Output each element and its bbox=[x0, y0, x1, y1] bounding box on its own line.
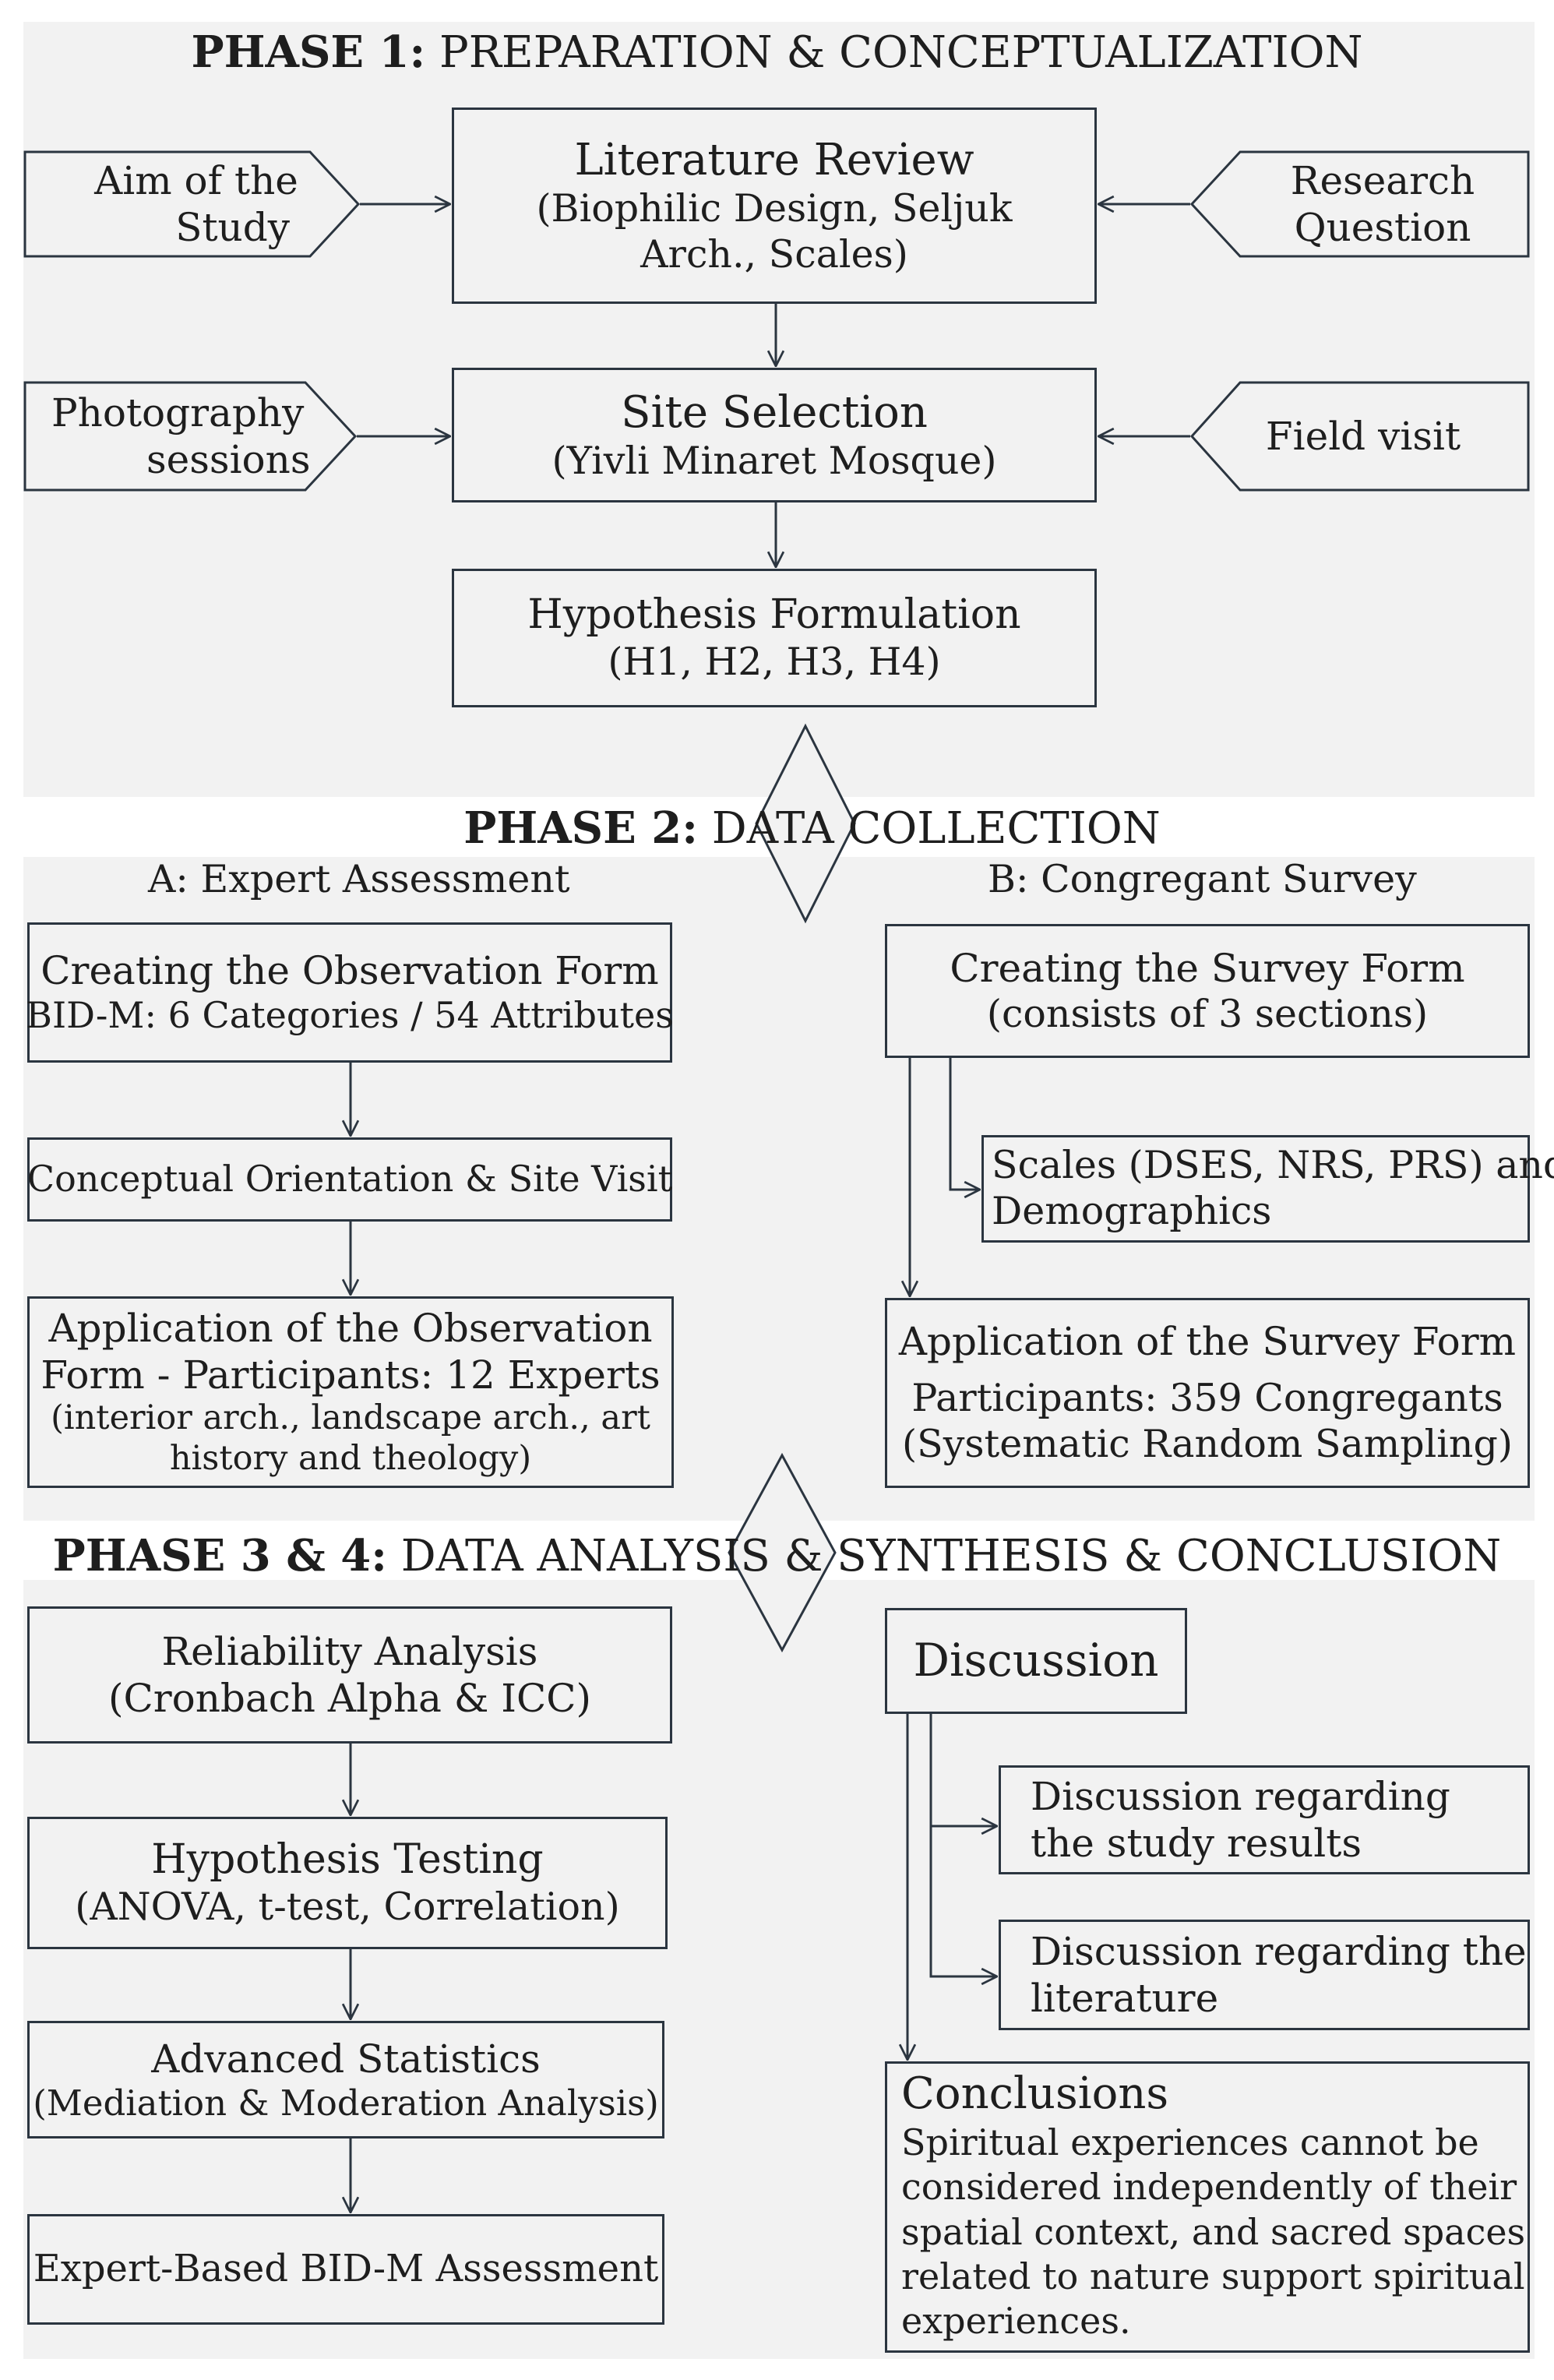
survey-form-line1: Creating the Survey Form bbox=[950, 945, 1465, 991]
application-observation-line1: Application of the Observation bbox=[48, 1306, 653, 1352]
survey-form-line2: (consists of 3 sections) bbox=[986, 991, 1429, 1036]
advanced-statistics-line2: (Mediation & Moderation Analysis) bbox=[33, 2082, 659, 2124]
field-visit-label: Field visit bbox=[1239, 383, 1488, 490]
discussion-results-box: Discussion regarding the study results bbox=[999, 1765, 1530, 1874]
phase1-title: PHASE 1: PREPARATION & CONCEPTUALIZATION bbox=[0, 26, 1554, 78]
site-selection-title: Site Selection bbox=[621, 386, 928, 438]
discussion-results-line2: the study results bbox=[1031, 1821, 1362, 1866]
aim-line1: Aim of the bbox=[94, 158, 298, 203]
site-selection-box: Site Selection (Yivli Minaret Mosque) bbox=[452, 368, 1097, 502]
phase2-title-bold: PHASE 2: bbox=[463, 802, 698, 854]
application-observation-line2: Form - Participants: 12 Experts bbox=[41, 1352, 661, 1398]
scales-line1: Scales (DSES, NRS, PRS) and bbox=[992, 1143, 1554, 1188]
literature-review-title: Literature Review bbox=[574, 134, 974, 185]
conclusions-box: Conclusions Spiritual experiences cannot… bbox=[885, 2061, 1530, 2353]
conclusions-line5: experiences. bbox=[901, 2299, 1131, 2342]
phase2-title: PHASE 2: DATA COLLECTION bbox=[0, 802, 1554, 854]
reliability-line2: (Cronbach Alpha & ICC) bbox=[107, 1676, 592, 1721]
literature-review-line2: (Biophilic Design, Seljuk bbox=[536, 185, 1013, 231]
application-observation-box: Application of the Observation Form - Pa… bbox=[27, 1296, 674, 1488]
application-survey-line2: Participants: 359 Congregants bbox=[911, 1376, 1503, 1421]
reliability-line1: Reliability Analysis bbox=[161, 1629, 538, 1674]
advanced-statistics-line1: Advanced Statistics bbox=[151, 2036, 541, 2082]
application-survey-line3: (Systematic Random Sampling) bbox=[902, 1422, 1513, 1466]
conceptual-orientation-box: Conceptual Orientation & Site Visit bbox=[27, 1137, 672, 1222]
research-question-line2: Question bbox=[1294, 205, 1471, 250]
phase34-title: PHASE 3 & 4: DATA ANALYSIS & SYNTHESIS &… bbox=[0, 1530, 1554, 1581]
reliability-analysis-box: Reliability Analysis (Cronbach Alpha & I… bbox=[27, 1606, 672, 1744]
hypothesis-formulation-line2: (H1, H2, H3, H4) bbox=[608, 639, 941, 684]
photography-sessions-label: Photography sessions bbox=[25, 383, 337, 490]
application-observation-line3: (interior arch., landscape arch., art bbox=[51, 1398, 650, 1438]
literature-review-line3: Arch., Scales) bbox=[640, 231, 908, 277]
photography-line1: Photography bbox=[51, 390, 305, 435]
discussion-literature-line2: literature bbox=[1031, 1976, 1219, 2021]
scales-box: Scales (DSES, NRS, PRS) and Demographics bbox=[981, 1135, 1554, 1243]
application-observation-line4: history and theology) bbox=[169, 1439, 532, 1478]
hypothesis-formulation-title: Hypothesis Formulation bbox=[527, 591, 1021, 639]
phase1-title-bold: PHASE 1: bbox=[191, 26, 426, 78]
research-question-label: Research Question bbox=[1239, 152, 1527, 256]
hypothesis-testing-line1: Hypothesis Testing bbox=[151, 1836, 544, 1884]
observation-form-line2: BID-M: 6 Categories / 54 Attributes bbox=[26, 994, 674, 1037]
conclusions-line4: related to nature support spiritual bbox=[901, 2255, 1525, 2297]
congregant-survey-label: B: Congregant Survey bbox=[988, 857, 1417, 901]
phase2-title-rest: DATA COLLECTION bbox=[697, 803, 1161, 854]
discussion-title: Discussion bbox=[913, 1634, 1159, 1687]
conclusions-line3: spatial context, and sacred spaces bbox=[901, 2210, 1526, 2253]
discussion-results-line1: Discussion regarding bbox=[1031, 1774, 1450, 1819]
field-visit-text: Field visit bbox=[1265, 414, 1461, 459]
photography-line2: sessions bbox=[146, 437, 311, 482]
conclusions-line1: Spiritual experiences cannot be bbox=[901, 2121, 1479, 2164]
aim-line2: Study bbox=[175, 205, 290, 250]
survey-form-box: Creating the Survey Form (consists of 3 … bbox=[885, 924, 1530, 1058]
literature-review-box: Literature Review (Biophilic Design, Sel… bbox=[452, 108, 1097, 304]
discussion-box: Discussion bbox=[885, 1608, 1187, 1714]
phase34-title-rest: DATA ANALYSIS & SYNTHESIS & CONCLUSION bbox=[386, 1531, 1502, 1581]
hypothesis-formulation-box: Hypothesis Formulation (H1, H2, H3, H4) bbox=[452, 569, 1097, 707]
observation-form-box: Creating the Observation Form BID-M: 6 C… bbox=[26, 922, 674, 1063]
discussion-literature-line1: Discussion regarding the bbox=[1031, 1929, 1527, 1974]
expert-assessment-label: A: Expert Assessment bbox=[148, 857, 570, 901]
conclusions-title: Conclusions bbox=[901, 2068, 1169, 2119]
research-question-line1: Research bbox=[1290, 158, 1475, 203]
scales-line2: Demographics bbox=[992, 1189, 1272, 1233]
hypothesis-testing-line2: (ANOVA, t-test, Correlation) bbox=[75, 1884, 620, 1929]
discussion-literature-box: Discussion regarding the literature bbox=[999, 1920, 1530, 2030]
phase1-title-rest: PREPARATION & CONCEPTUALIZATION bbox=[425, 27, 1363, 78]
site-selection-line2: (Yivli Minaret Mosque) bbox=[551, 438, 997, 483]
expert-bidm-assessment-box: Expert-Based BID-M Assessment bbox=[27, 2214, 664, 2325]
observation-form-line1: Creating the Observation Form bbox=[41, 948, 659, 994]
conclusions-line2: considered independently of their bbox=[901, 2166, 1517, 2209]
expert-assessment-text: Expert-Based BID-M Assessment bbox=[33, 2247, 659, 2291]
hypothesis-testing-box: Hypothesis Testing (ANOVA, t-test, Corre… bbox=[27, 1817, 668, 1949]
application-survey-line1: Application of the Survey Form bbox=[898, 1319, 1517, 1365]
conceptual-orientation-text: Conceptual Orientation & Site Visit bbox=[26, 1158, 673, 1201]
aim-of-study-label: Aim of the Study bbox=[25, 152, 337, 256]
phase34-title-bold: PHASE 3 & 4: bbox=[52, 1530, 387, 1581]
application-survey-box: Application of the Survey Form Participa… bbox=[885, 1298, 1530, 1488]
advanced-statistics-box: Advanced Statistics (Mediation & Moderat… bbox=[27, 2021, 664, 2138]
